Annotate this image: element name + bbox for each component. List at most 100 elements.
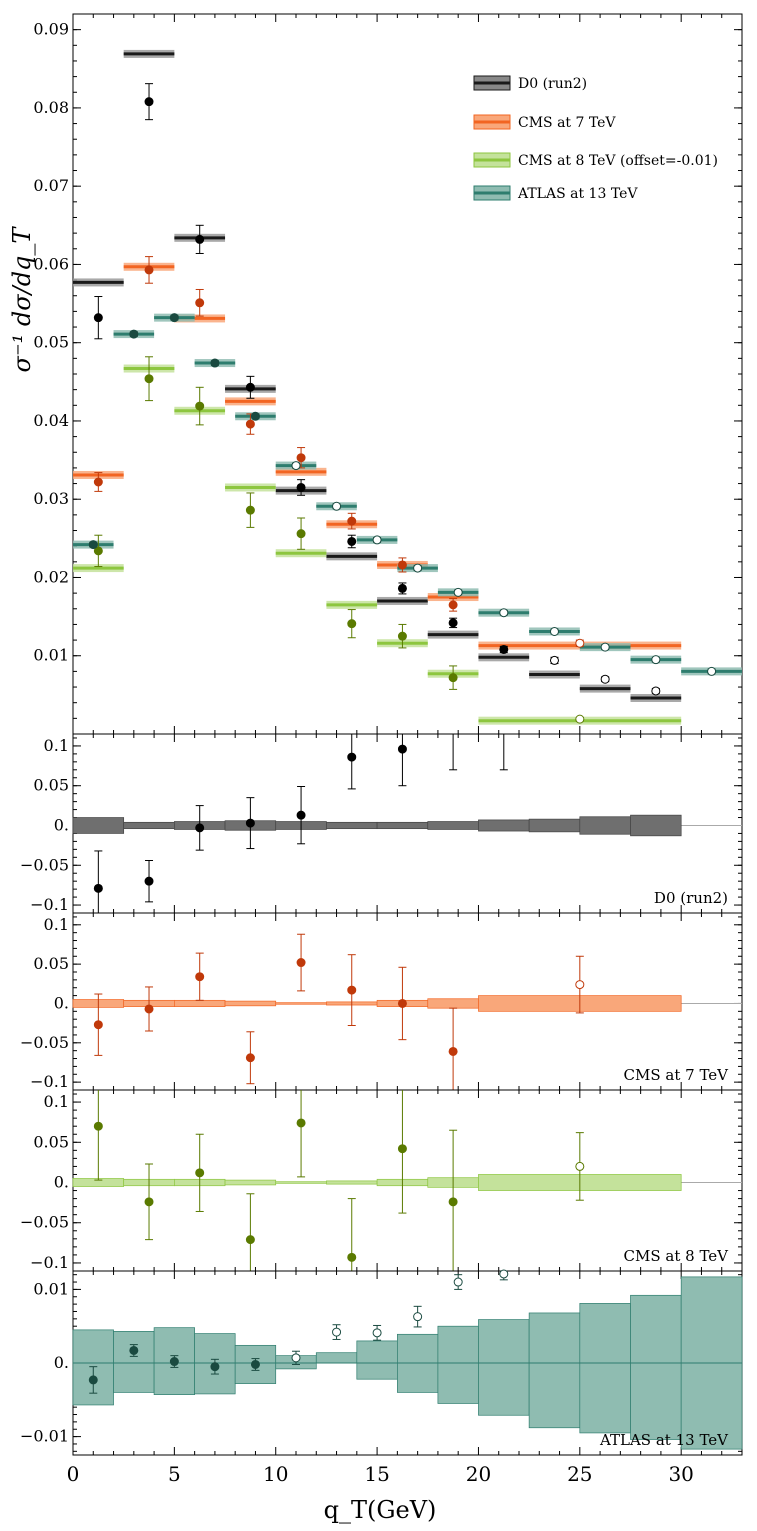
data-point-d0 (549, 655, 559, 665)
data-point-cms7 (93, 477, 103, 487)
uncertainty-band-d0 (528, 818, 581, 833)
data-point-atlas (549, 626, 559, 636)
ratio-point-cms8 (195, 1168, 205, 1178)
x-tick-label: 30 (668, 1462, 693, 1486)
panel-label-d0: D0 (run2) (654, 889, 728, 907)
ratio-point-d0 (93, 883, 103, 893)
uncertainty-band-atlas (356, 1340, 398, 1380)
ratio-point-d0 (397, 744, 407, 754)
ratio-point-d0 (144, 876, 154, 886)
y-tick-label-0: 0.04 (33, 411, 69, 430)
ratio-point-atlas (332, 1327, 342, 1337)
uncertainty-band-d0 (478, 819, 530, 832)
data-point-d0 (296, 482, 306, 492)
y-tick-label-3: −0.05 (20, 1213, 69, 1232)
x-axis-label: q_T(GeV) (324, 1496, 437, 1524)
y-tick-label-0: 0.07 (33, 176, 69, 195)
legend-item-d0: D0 (run2) (473, 75, 587, 92)
uncertainty-band-cms7 (275, 1002, 327, 1005)
uncertainty-band-d0 (376, 821, 429, 830)
y-tick-label-0: 0.08 (33, 98, 69, 117)
data-point-atlas (413, 563, 423, 573)
x-tick-label: 0 (67, 1462, 80, 1486)
uncertainty-band-atlas (437, 1325, 479, 1404)
legend-item-atlas: ATLAS at 13 TeV (473, 185, 638, 202)
y-tick-label-0: 0.05 (33, 333, 69, 352)
data-point-atlas (169, 313, 179, 323)
y-tick-label-4: 0.01 (33, 1279, 69, 1298)
uncertainty-band-atlas (315, 1352, 358, 1364)
data-point-atlas (707, 666, 717, 676)
ratio-point-atlas (499, 1269, 509, 1279)
uncertainty-band-cms7 (174, 999, 226, 1007)
uncertainty-band-d0 (630, 814, 682, 837)
data-point-cms7 (144, 265, 154, 275)
data-point-cms7 (296, 453, 306, 463)
y-tick-label-0: 0.02 (33, 567, 69, 586)
y-tick-label-0: 0.01 (33, 646, 69, 665)
panels: 0.010.020.030.040.050.060.070.080.09−0.1… (20, 13, 743, 1486)
legend-label-atlas: ATLAS at 13 TeV (517, 186, 638, 202)
ratio-point-cms7 (93, 1020, 103, 1030)
y-tick-label-3: 0. (54, 1173, 69, 1192)
data-point-cms8 (296, 529, 306, 539)
y-tick-label-4: 0. (54, 1353, 69, 1372)
data-point-cms7 (575, 638, 585, 648)
data-point-cms7 (347, 516, 357, 526)
data-point-cms8 (195, 401, 205, 411)
uncertainty-band-cms8 (326, 1180, 378, 1185)
y-tick-label-2: −0.1 (30, 1072, 69, 1091)
y-axis-label: σ⁻¹ dσ/dq_T (8, 226, 36, 373)
panel-frame-0 (72, 13, 743, 735)
x-tick-label: 25 (567, 1462, 592, 1486)
data-point-d0 (600, 674, 610, 684)
y-tick-label-1: 0.1 (44, 736, 69, 755)
legend-label-cms7: CMS at 7 TeV (518, 115, 616, 131)
data-point-cms7 (448, 600, 458, 610)
x-tick-label: 10 (263, 1462, 288, 1486)
data-point-atlas (291, 461, 301, 471)
ratio-point-cms8 (245, 1235, 255, 1245)
uncertainty-band-atlas (528, 1312, 581, 1429)
ratio-point-atlas (88, 1375, 98, 1385)
uncertainty-band-atlas (478, 1319, 530, 1416)
y-tick-label-2: 0.05 (33, 954, 69, 973)
ratio-point-d0 (347, 752, 357, 762)
legend-item-cms8: CMS at 8 TeV (offset=-0.01) (473, 152, 718, 169)
data-point-cms8 (144, 374, 154, 384)
legend-label-d0: D0 (run2) (518, 76, 587, 92)
y-tick-label-2: 0. (54, 993, 69, 1012)
y-tick-label-1: −0.1 (30, 895, 69, 914)
legend: D0 (run2) CMS at 7 TeV CMS at 8 TeV (off… (473, 75, 718, 202)
data-point-d0 (651, 686, 661, 696)
ratio-point-atlas (372, 1328, 382, 1338)
ratio-point-d0 (195, 823, 205, 833)
y-tick-label-3: 0.05 (33, 1132, 69, 1151)
data-point-atlas (88, 540, 98, 550)
y-tick-label-1: −0.05 (20, 855, 69, 874)
data-point-atlas (129, 329, 139, 339)
ratio-point-cms8 (93, 1121, 103, 1131)
data-point-cms8 (575, 714, 585, 724)
data-point-cms8 (347, 619, 357, 629)
ratio-point-cms8 (397, 1144, 407, 1154)
data-point-atlas (499, 608, 509, 618)
y-tick-label-0: 0.06 (33, 254, 69, 273)
ratio-point-atlas (169, 1357, 179, 1367)
data-point-atlas (651, 655, 661, 665)
x-tick-label: 20 (466, 1462, 491, 1486)
ratio-point-atlas (129, 1345, 139, 1355)
data-point-atlas (210, 358, 220, 368)
data-point-d0 (195, 234, 205, 244)
uncertainty-band-atlas (579, 1303, 631, 1434)
uncertainty-band-atlas (630, 1294, 682, 1440)
ratio-point-atlas (453, 1277, 463, 1287)
ratio-point-atlas (250, 1359, 260, 1369)
data-point-cms8 (448, 673, 458, 683)
ratio-point-cms7 (575, 980, 585, 990)
ratio-point-d0 (245, 818, 255, 828)
ratio-point-cms7 (245, 1053, 255, 1063)
y-tick-label-3: 0.1 (44, 1092, 69, 1111)
data-point-atlas (332, 501, 342, 511)
